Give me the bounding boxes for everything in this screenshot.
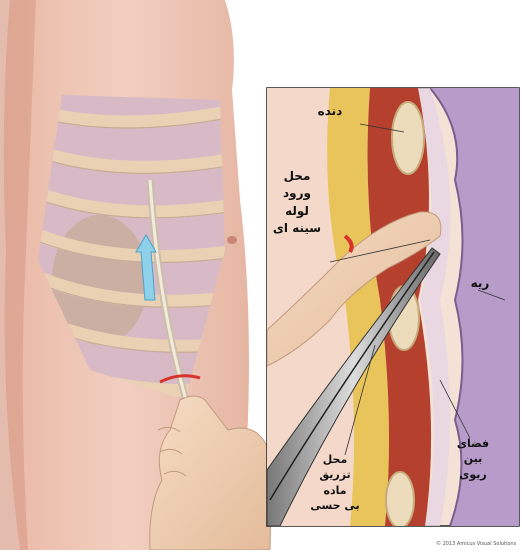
pleural-space-label: فضای بین ریوی	[448, 436, 498, 482]
torso-panel	[0, 0, 272, 550]
anesthetic-injection-site-label: محل تزریق ماده بی حسی	[310, 452, 360, 514]
tube-entry-site-label: محل ورود لوله سینه ای	[262, 168, 332, 238]
lung-label: ریه	[460, 276, 500, 291]
rib-label: دنده	[300, 104, 360, 119]
copyright-credit: © 2013 Amicus Visual Solutions	[436, 541, 516, 547]
nipple	[227, 236, 237, 244]
